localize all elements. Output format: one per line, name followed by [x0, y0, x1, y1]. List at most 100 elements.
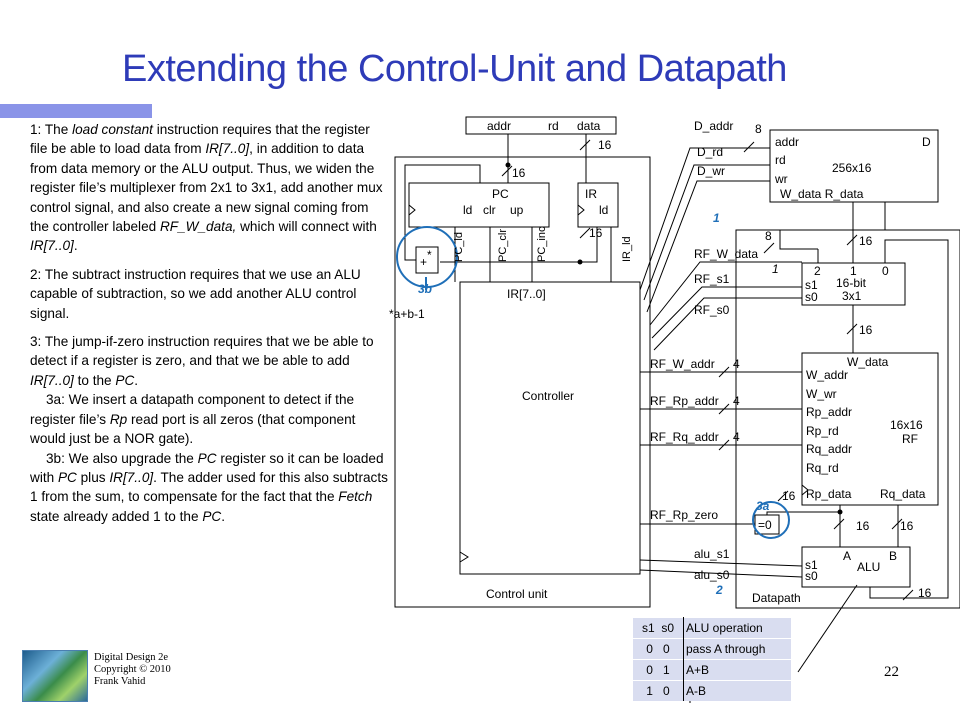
adder-star: *	[427, 248, 432, 262]
note-1-text: , in addition to data from data memory o…	[30, 141, 383, 235]
control-unit-box	[394, 156, 651, 608]
note-3-text: to the	[73, 372, 116, 388]
alu-table-header-s0: s0	[661, 621, 675, 635]
datapath-label: Datapath	[752, 591, 801, 605]
slide-title: Extending the Control-Unit and Datapath	[122, 48, 787, 90]
marker-2: 2	[715, 583, 723, 597]
note-1-term: RF_W_data,	[159, 219, 237, 235]
pc-register	[408, 182, 550, 228]
note-1-text: .	[73, 238, 78, 254]
rf-w-addr-port: W_addr	[806, 368, 848, 382]
zero-detector-label: =0	[758, 518, 772, 532]
mux-size: 3x1	[842, 289, 862, 303]
alu-table-row: 0 1 A+B	[633, 659, 791, 681]
rq-addr-width: 4	[733, 430, 740, 444]
control-unit-label: Control unit	[486, 587, 548, 601]
rf-name: RF	[902, 432, 918, 446]
note-1-text: 1: The	[30, 122, 73, 137]
d-addr-width: 8	[755, 122, 762, 136]
note-1: 1: The load constant instruction require…	[30, 120, 388, 256]
rf-rq-addr-port: Rq_addr	[806, 442, 852, 456]
controller-box	[459, 281, 641, 575]
sig-rf-w-data: RF_W_data	[694, 247, 758, 261]
rp-data-width: 16	[856, 519, 870, 533]
ir-bus-width: 16	[589, 226, 603, 240]
rf-rp-addr-port: Rp_addr	[806, 405, 852, 419]
note-3b-term: IR[7..0]	[109, 469, 154, 485]
alu-table-cell: pass A through	[683, 638, 791, 660]
sig-rf-s1: RF_s1	[694, 272, 730, 286]
sig-rf-rp-zero: RF_Rp_zero	[650, 508, 718, 522]
title-accent-bar	[0, 104, 152, 118]
note-2: 2: The subtract instruction requires tha…	[30, 266, 361, 321]
alu-name: ALU	[857, 560, 880, 574]
note-1-term: IR[7..0]	[205, 141, 250, 157]
sig-ir-ld: IR_ld	[621, 236, 633, 262]
footer-line-1: Digital Design 2e	[94, 652, 169, 663]
dmem-data-labels: W_data R_data	[780, 187, 864, 201]
note-3b: 3b: We also upgrade the PC register so i…	[30, 449, 388, 527]
datapath-box	[735, 229, 960, 609]
highlight-3a	[752, 501, 790, 539]
rf-size: 16x16	[890, 418, 923, 432]
sig-pc-ld: PC_ld	[453, 232, 465, 262]
alu-b-port: B	[889, 549, 897, 563]
alu-table-cell: 0	[646, 642, 653, 656]
sig-d-addr: D_addr	[694, 119, 733, 133]
note-3a: 3a: We insert a datapath component to de…	[30, 390, 388, 448]
note-3b-text: register so it can be loaded with	[30, 450, 384, 485]
rf-w-data-port: W_data	[847, 355, 889, 369]
sig-pc-inc: PC_inc	[536, 226, 548, 262]
alu-a-port: A	[843, 549, 851, 563]
alu-out-width: 16	[918, 586, 932, 600]
sig-d-wr: D_wr	[697, 164, 725, 178]
imem-data-label: data	[577, 119, 601, 133]
dmem-rd-label: rd	[775, 153, 786, 167]
note-3b-text: . The adder used for this also subtracts…	[30, 469, 388, 505]
mux-in2: 2	[814, 264, 821, 278]
alu-table-header-op: ALU operation	[683, 617, 791, 639]
alu-table-cell: A-B	[683, 680, 791, 701]
sig-rf-rp-addr: RF_Rp_addr	[650, 394, 719, 408]
footer-line-2: Copyright © 2010	[94, 664, 171, 675]
note-3-text: 3: The jump-if-zero instruction requires…	[30, 334, 374, 369]
note-1-text: which will connect with	[236, 219, 377, 235]
rf-w-data-width: 8	[765, 229, 772, 243]
alu-table-cell: 1	[663, 663, 670, 677]
alu-s0-port: s0	[805, 569, 818, 583]
marker-3b: 3b	[418, 282, 432, 296]
note-3b-term: Fetch	[338, 489, 373, 505]
alu-s1-port: s1	[805, 558, 818, 572]
ir-register	[577, 182, 619, 228]
alu-table-cell: 0	[663, 684, 670, 698]
note-3a-text: 3a: We insert a datapath component to de…	[30, 392, 355, 427]
page-number: 22	[884, 664, 899, 680]
mux-s1: s1	[805, 278, 818, 292]
dmem-name: D	[922, 135, 931, 149]
note-3b-text: state already added 1 to the	[30, 508, 203, 524]
mux-name: 16-bit	[836, 276, 867, 290]
pc-up-label: up	[510, 203, 524, 217]
instruction-memory-block	[465, 116, 617, 135]
imem-addr-label: addr	[487, 119, 511, 133]
alu-table-cell: 0	[663, 642, 670, 656]
dmem-wr-label: wr	[774, 172, 788, 186]
note-3b-term: PC	[197, 450, 217, 466]
note-3b-text: .	[221, 508, 225, 524]
sig-rf-rq-addr: RF_Rq_addr	[650, 430, 719, 444]
alu-operation-table: s1 s0 ALU operation 0 0 pass A through 0…	[633, 617, 791, 701]
rf-w-wr-port: W_wr	[806, 387, 837, 401]
footer-line-3: Frank Vahid	[94, 676, 146, 687]
footer-credit: Digital Design 2e Copyright © 2010 Frank…	[94, 652, 171, 688]
imem-data-width: 16	[598, 138, 612, 152]
rq-data-width: 16	[900, 519, 914, 533]
alu-table-cell: 0	[646, 663, 653, 677]
sig-d-rd: D_rd	[697, 145, 723, 159]
mux-out-width: 16	[859, 323, 873, 337]
note-1-term: IR[7..0]	[30, 238, 74, 254]
adder-plus: +	[420, 255, 427, 269]
dmem-addr-label: addr	[775, 135, 799, 149]
ir-label: IR	[585, 187, 597, 201]
pc-bus-width: 16	[512, 166, 526, 180]
